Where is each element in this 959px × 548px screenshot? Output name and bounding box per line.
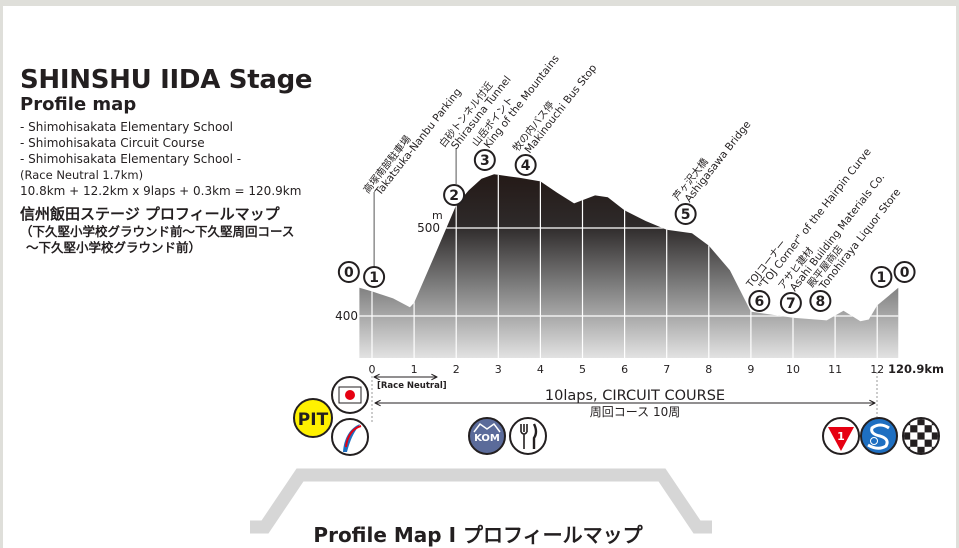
landmark-0-marker: 0: [893, 261, 916, 283]
landmark-number: 0: [344, 265, 354, 281]
start-flag-icon: [331, 376, 369, 414]
stage-finish-s-icon: [860, 417, 898, 455]
x-tick-label: 8: [705, 363, 712, 376]
footer-title: Profile Map I プロフィールマップ: [313, 523, 643, 547]
footer-band: [250, 468, 712, 534]
landmark-number: 5: [681, 207, 691, 223]
landmark-number-circle: [748, 290, 771, 312]
elevation-area: [359, 174, 899, 358]
x-tick-label: 3: [495, 363, 502, 376]
x-tick-label: 0: [369, 363, 376, 376]
landmark-number: 2: [449, 188, 459, 204]
route-line: 10.8km + 12.2km x 9laps + 0.3km = 120.9k…: [20, 184, 302, 198]
circuit-label-en: 10laps, CIRCUIT COURSE: [545, 388, 725, 404]
svg-text:1: 1: [837, 430, 845, 443]
landmark-number: 7: [786, 296, 796, 312]
landmark-number-circle: [473, 149, 496, 171]
landmark-number: 0: [900, 265, 910, 281]
landmark-1-marker: 1: [870, 266, 893, 288]
landmark-number-circle: [443, 184, 466, 206]
landmark-number-circle: [674, 203, 697, 225]
route-line: - Shimohisakata Elementary School: [20, 120, 233, 134]
x-end-label: 120.9km: [888, 362, 944, 376]
sprint-point-icon: 1: [822, 417, 860, 455]
landmark-number-circle: [809, 290, 832, 312]
landmark-number: 6: [754, 294, 764, 310]
food-zone-icon: [509, 417, 547, 455]
landmark-number: 8: [815, 294, 825, 310]
finish-checkered-icon: [902, 417, 940, 455]
landmark-number-circle: [779, 292, 802, 314]
x-tick-label: 10: [786, 363, 800, 376]
landmark-0-marker: 0: [337, 261, 360, 283]
x-tick-label: 12: [870, 363, 884, 376]
race-neutral-label: [Race Neutral]: [377, 381, 447, 391]
x-tick-label: 2: [453, 363, 460, 376]
stage-info: SHINSHU IIDA Stage Profile map - Shimohi…: [20, 65, 313, 256]
landmark-number-circle: [870, 266, 893, 288]
x-tick-label: 5: [579, 363, 586, 376]
y-axis-unit: m: [432, 209, 443, 222]
jp-subtitle-1: （下久堅小学校グラウンド前〜下久堅周回コース: [20, 224, 295, 239]
x-tick-label: 4: [537, 363, 544, 376]
landmark-number: 4: [521, 158, 531, 174]
landmark-number: 3: [480, 153, 490, 169]
y-tick-label: 500: [417, 221, 440, 235]
stage-subtitle: Profile map: [20, 94, 137, 115]
circuit-label-jp: 周回コース 10周: [590, 405, 681, 419]
x-tick-label: 6: [621, 363, 628, 376]
svg-text:PIT: PIT: [298, 410, 329, 430]
landmark-label-en: Ashigasawa Bridge: [683, 119, 754, 205]
pit-icon: PIT: [293, 398, 333, 438]
landmark-number-circle: [337, 261, 360, 283]
y-tick-label: 400: [335, 309, 358, 323]
x-tick-label: 9: [747, 363, 754, 376]
landmark-number: 1: [369, 270, 379, 286]
x-tick-label: 7: [663, 363, 670, 376]
x-tick-label: 11: [828, 363, 842, 376]
jp-title: 信州飯田ステージ プロフィールマップ: [20, 205, 280, 223]
landmark-number: 1: [877, 270, 887, 286]
svg-text:KOM: KOM: [474, 433, 500, 444]
neutral-car-icon: [331, 418, 369, 456]
route-description: - Shimohisakata Elementary School - Shim…: [20, 119, 312, 199]
jp-subtitle-2: 〜下久堅小学校グラウンド前）: [26, 240, 202, 255]
route-line: (Race Neutral 1.7km): [20, 168, 144, 182]
route-line: - Shimohisakata Circuit Course: [20, 136, 205, 150]
route-line: - Shimohisakata Elementary School -: [20, 152, 242, 166]
landmark-number-circle: [893, 261, 916, 283]
landmark-number-circle: [514, 154, 537, 176]
kom-icon: KOM: [468, 417, 506, 455]
landmark-number-circle: [363, 266, 386, 288]
x-tick-label: 1: [411, 363, 418, 376]
stage-title: SHINSHU IIDA Stage: [20, 65, 313, 95]
